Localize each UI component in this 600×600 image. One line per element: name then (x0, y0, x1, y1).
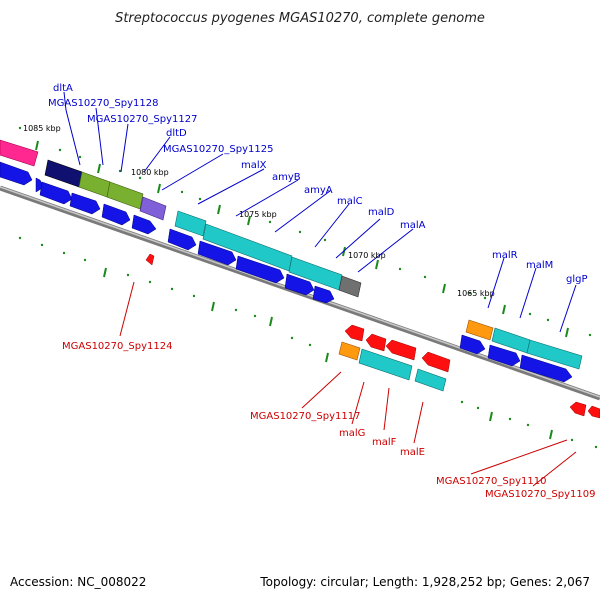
gene-block-spy1128[interactable] (78, 171, 111, 198)
scale-label: 1080 kbp (131, 168, 169, 177)
gene-label-spy1109[interactable]: MGAS10270_Spy1109 (485, 489, 595, 500)
gene-label-malC[interactable]: malC (337, 196, 363, 207)
cds-arrow[interactable] (69, 192, 101, 215)
cds-arrow[interactable] (167, 228, 197, 251)
gene-label-dltD[interactable]: dltD (166, 128, 187, 139)
gene-block-malC[interactable] (338, 275, 362, 298)
gene-label-malX[interactable]: malX (241, 160, 267, 171)
feature-row-top (0, 139, 583, 370)
genome-summary-text: Topology: circular; Length: 1,928,252 bp… (259, 575, 590, 589)
gene-label-malE[interactable]: malE (400, 447, 425, 458)
gene-block-malG[interactable] (358, 348, 413, 381)
cds-arrow[interactable] (459, 334, 486, 355)
leader-lines-bottom (119, 281, 577, 487)
cds-arrow-reverse[interactable] (385, 339, 417, 361)
gene-block-malX[interactable] (174, 210, 207, 237)
gene-label-spy1117[interactable]: MGAS10270_Spy1117 (250, 411, 360, 422)
leader-lines-top (63, 91, 577, 333)
cds-arrow[interactable] (0, 161, 33, 186)
cds-arrow-reverse[interactable] (344, 324, 365, 342)
gene-label-dltA[interactable]: dltA (53, 83, 73, 94)
scale-label: 1075 kbp (239, 210, 277, 219)
gene-block-malF[interactable] (414, 368, 447, 392)
map-title: Streptococcus pyogenes MGAS10270, comple… (115, 11, 485, 26)
cds-arrow[interactable] (39, 181, 73, 205)
gene-block-spy1117[interactable] (338, 341, 361, 361)
cds-arrow[interactable] (101, 203, 131, 226)
accession-text: Accession: NC_008022 (10, 575, 146, 589)
gene-label-spy1127[interactable]: MGAS10270_Spy1127 (87, 114, 197, 125)
gene-label-spy1110[interactable]: MGAS10270_Spy1110 (436, 476, 546, 487)
gene-label-spy1125[interactable]: MGAS10270_Spy1125 (163, 144, 273, 155)
gene-block-glgP[interactable] (526, 339, 583, 370)
gene-block-dltD[interactable] (139, 196, 167, 221)
cds-arrow[interactable] (131, 214, 157, 235)
scale-ticks (35, 140, 569, 440)
scale-label: 1065 kbp (457, 289, 495, 298)
gene-labels-top: dltA MGAS10270_Spy1128 MGAS10270_Spy1127… (48, 83, 588, 285)
cds-arrow[interactable] (312, 285, 335, 304)
cds-arrow-reverse[interactable] (569, 401, 587, 417)
cds-arrow-reverse[interactable] (365, 333, 387, 352)
gene-label-malM[interactable]: malM (526, 260, 553, 271)
cds-arrow[interactable] (197, 240, 237, 266)
scale-labels: 1085 kbp 1080 kbp 1075 kbp 1070 kbp 1065… (23, 124, 495, 298)
gene-label-glgP[interactable]: glgP (566, 274, 588, 285)
gene-label-malR[interactable]: malR (492, 250, 518, 261)
gene-block-dltA[interactable] (44, 159, 83, 188)
gene-label-malG[interactable]: malG (339, 428, 365, 439)
gene-label-amyA[interactable]: amyA (304, 185, 333, 196)
gene-label-amyB[interactable]: amyB (272, 172, 301, 183)
gene-block-malR[interactable] (465, 319, 494, 341)
gene-label-malA[interactable]: malA (400, 220, 426, 231)
gene-label-malF[interactable]: malF (372, 437, 397, 448)
gene-block-magenta[interactable] (0, 139, 39, 167)
gene-label-malD[interactable]: malD (368, 207, 395, 218)
gene-block-spy1127[interactable] (106, 181, 144, 210)
cds-arrow[interactable] (519, 354, 573, 383)
scale-label: 1070 kbp (348, 251, 386, 260)
feature-row-bottom (145, 253, 600, 419)
gene-label-spy1128[interactable]: MGAS10270_Spy1128 (48, 98, 158, 109)
gene-labels-bottom: MGAS10270_Spy1124 MGAS10270_Spy1117 malG… (62, 341, 595, 500)
cds-arrow-reverse[interactable] (421, 351, 451, 373)
scale-label: 1085 kbp (23, 124, 61, 133)
cds-arrow[interactable] (284, 273, 315, 296)
scale-dots (18, 126, 598, 449)
cds-row-top (0, 161, 573, 383)
cds-arrow-reverse[interactable] (145, 253, 155, 266)
cds-arrow[interactable] (487, 344, 521, 367)
cds-arrow-reverse[interactable] (587, 405, 600, 419)
gene-label-spy1124[interactable]: MGAS10270_Spy1124 (62, 341, 172, 352)
cds-arrow[interactable] (235, 255, 285, 284)
